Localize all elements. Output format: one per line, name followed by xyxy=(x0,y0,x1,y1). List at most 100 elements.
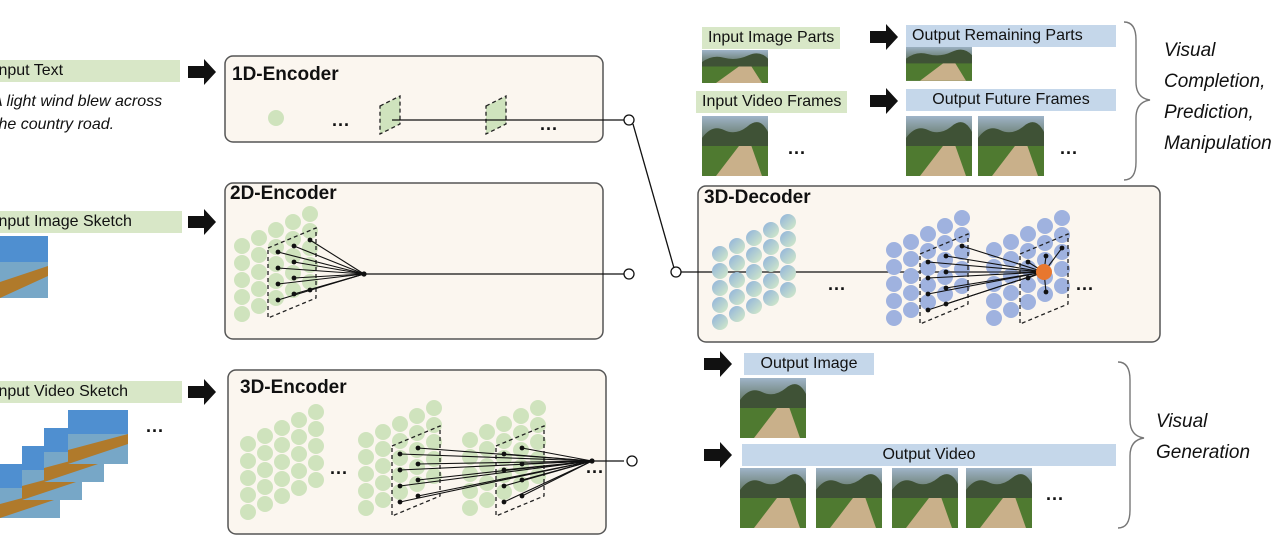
decoder-node xyxy=(920,277,936,293)
encoder-2d-connection xyxy=(293,245,365,275)
ellipsis: ... xyxy=(146,416,165,436)
input-text-caption-line2: the country road. xyxy=(0,116,115,133)
encoder-node xyxy=(274,471,290,487)
encoder-3d-terminal xyxy=(626,455,638,467)
decoder-node xyxy=(986,293,1002,309)
decoder-node xyxy=(746,281,762,297)
encoder-node xyxy=(257,462,273,478)
ellipsis: ... xyxy=(540,114,559,134)
connection-dot xyxy=(501,499,507,505)
output-future-frames-label: Output Future Frames xyxy=(906,89,1116,111)
completion-side-line3: Prediction, xyxy=(1164,102,1254,123)
decoder-node xyxy=(903,268,919,284)
output-video-label: Output Video xyxy=(742,444,1116,466)
decoder-connection xyxy=(945,271,1045,289)
encoder-node xyxy=(375,441,391,457)
output-future-frame-thumbnail xyxy=(906,116,972,176)
encoder-2d-connection xyxy=(293,273,365,279)
ellipsis: ... xyxy=(828,274,847,294)
encoder-node xyxy=(268,273,284,289)
encoder-node xyxy=(308,438,324,454)
encoder-node xyxy=(358,466,374,482)
input-image-sketch-label: Input Image Sketch xyxy=(0,211,182,233)
encoder-node xyxy=(308,455,324,471)
connection-dot xyxy=(1059,245,1065,251)
encoder-2d-connection xyxy=(293,261,365,275)
encoder-node xyxy=(462,483,478,499)
encoder-node xyxy=(257,479,273,495)
encoder-node xyxy=(308,404,324,420)
decoder-window xyxy=(1019,233,1069,325)
decoder-node xyxy=(1003,251,1019,267)
encoder-node xyxy=(251,281,267,297)
connection-dot xyxy=(925,307,931,313)
arrow-right-icon xyxy=(188,59,216,85)
decoder-connection xyxy=(927,261,1045,273)
connection-dot xyxy=(519,461,525,467)
decoder-node xyxy=(763,273,779,289)
encoder-node xyxy=(392,484,408,500)
encoder-node xyxy=(513,425,529,441)
decoder-node xyxy=(903,234,919,250)
decoder-node xyxy=(780,248,796,264)
encoder-node xyxy=(240,436,256,452)
encoder-node xyxy=(426,434,442,450)
decoder-node xyxy=(729,289,745,305)
decoder-node xyxy=(729,238,745,254)
encoder-node xyxy=(530,400,546,416)
connection-dot xyxy=(1025,275,1031,281)
encoder-1d-window xyxy=(485,94,507,136)
encoder-3d-connections xyxy=(397,445,595,505)
connection-dot xyxy=(943,269,949,275)
input-arrows xyxy=(188,24,898,468)
encoder-node xyxy=(513,408,529,424)
encoder-3d-connection xyxy=(521,460,593,481)
encoder-node xyxy=(375,424,391,440)
encoder-node xyxy=(291,446,307,462)
connection-dot xyxy=(291,243,297,249)
input-image-parts-label: Input Image Parts xyxy=(702,27,841,49)
encoder-node xyxy=(479,441,495,457)
decoder-node xyxy=(712,246,728,262)
encoder-3d-window xyxy=(391,425,441,517)
encoder-node xyxy=(268,256,284,272)
decoder-node xyxy=(1003,285,1019,301)
encoder-node xyxy=(479,492,495,508)
input-video-sketch-label: Input Video Sketch xyxy=(0,381,182,403)
decoder-node xyxy=(780,214,796,230)
decoder-connection xyxy=(945,255,1045,273)
decoder-node xyxy=(712,314,728,330)
decoder-node xyxy=(746,230,762,246)
decoder-node xyxy=(1037,235,1053,251)
encoder-3d-connection xyxy=(521,460,593,465)
decoder-node xyxy=(712,280,728,296)
encoder-node xyxy=(392,433,408,449)
decoder-node xyxy=(712,263,728,279)
decoder-node xyxy=(729,255,745,271)
connection-dot xyxy=(291,275,297,281)
decoder-node xyxy=(954,210,970,226)
connection-dot xyxy=(275,297,281,303)
connection-dot xyxy=(397,467,403,473)
encoder-1d-window xyxy=(379,94,401,136)
encoder-node xyxy=(358,483,374,499)
decoder-node xyxy=(986,242,1002,258)
encoder-node xyxy=(409,425,425,441)
encoder-node xyxy=(234,306,250,322)
encoder-3d-connection xyxy=(417,460,593,497)
encoder-3d-connection xyxy=(503,453,593,462)
encoder-2d-window xyxy=(267,227,317,319)
encoder-node xyxy=(274,454,290,470)
encoder-node xyxy=(308,472,324,488)
output-video-frame-thumbnail xyxy=(892,468,958,528)
encoder-node xyxy=(426,468,442,484)
encoder-node xyxy=(251,247,267,263)
ellipsis: ... xyxy=(330,458,349,478)
encoder-node xyxy=(302,274,318,290)
encoder-node xyxy=(251,264,267,280)
decoder-node xyxy=(937,218,953,234)
connection-dot xyxy=(519,477,525,483)
encoder-node xyxy=(375,475,391,491)
encoder-node xyxy=(462,432,478,448)
decoder-connection xyxy=(927,271,1045,279)
